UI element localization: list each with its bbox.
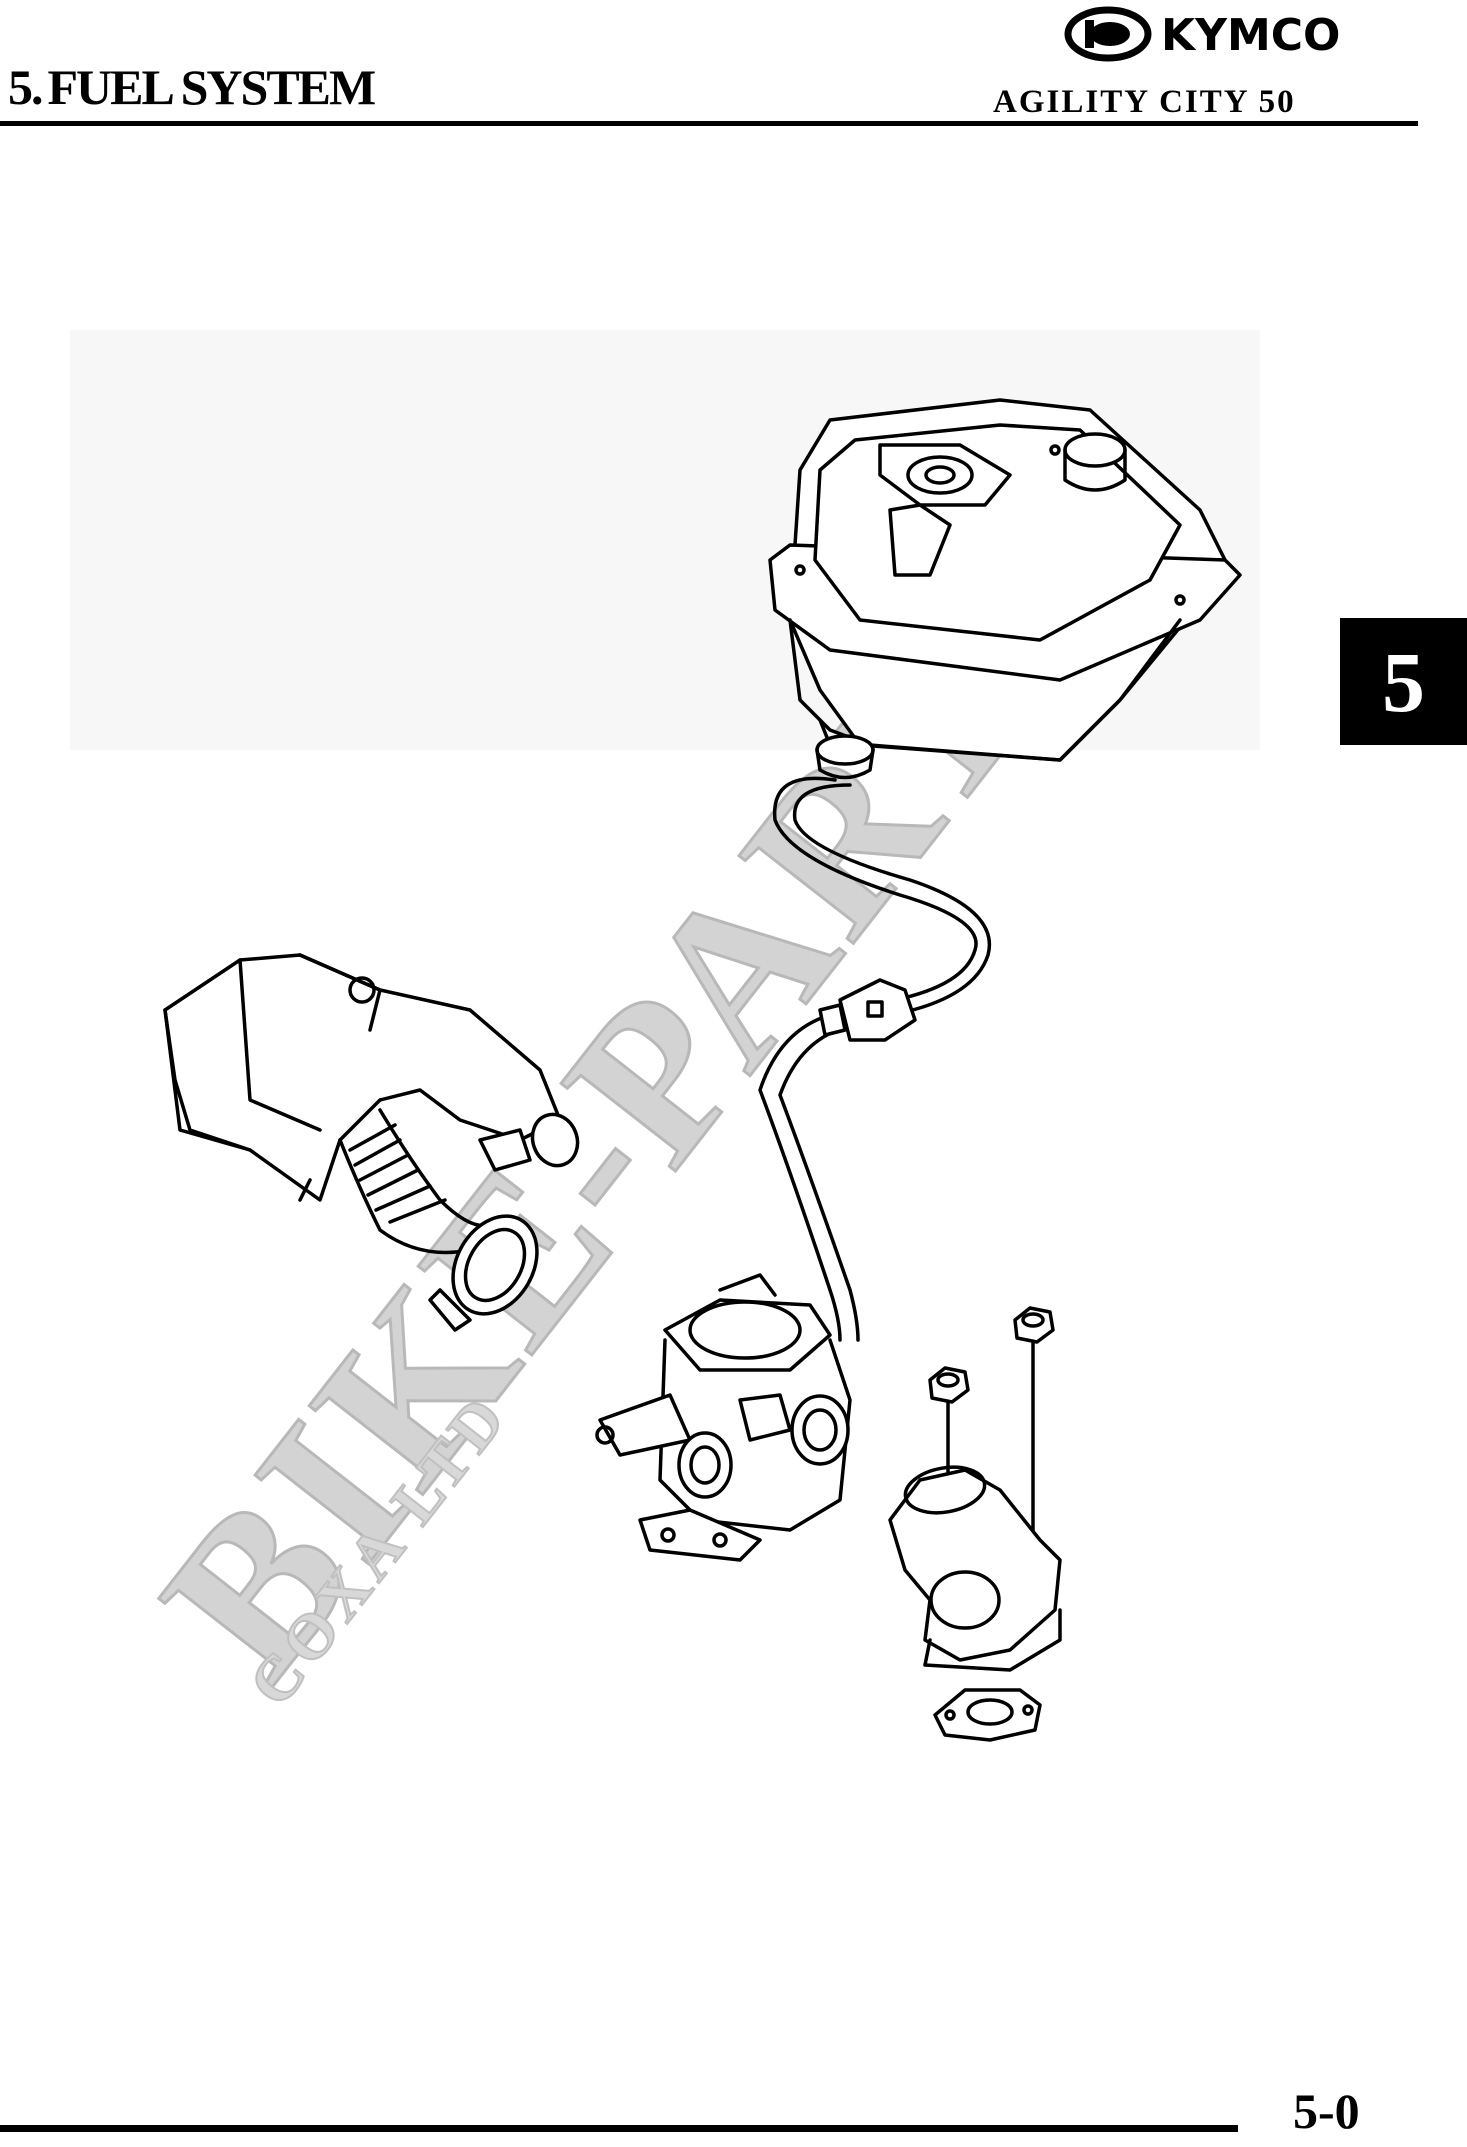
kymco-logo: KYMCO xyxy=(1064,6,1340,62)
chapter-tab: 5 xyxy=(1340,618,1467,745)
header-rule xyxy=(0,121,1418,126)
carburetor xyxy=(595,1273,852,1562)
intake-manifold xyxy=(888,1465,1062,1672)
gasket xyxy=(933,1688,1042,1742)
fuel-system-exploded-view: BIKE-PARTS COXA LTD xyxy=(70,330,1260,1742)
footer-rule xyxy=(0,2125,1238,2132)
air-cleaner-duct xyxy=(163,953,580,1332)
chapter-heading: 5.FUEL SYSTEM xyxy=(8,58,377,116)
brand-wordmark: KYMCO xyxy=(1161,10,1340,61)
flange-nut-right xyxy=(1013,1306,1055,1562)
model-name: AGILITY CITY 50 xyxy=(993,84,1296,120)
page-number: 5-0 xyxy=(1293,2083,1360,2139)
fuel-tank xyxy=(768,398,1242,780)
chapter-title: FUEL SYSTEM xyxy=(47,59,377,115)
fuel-filter xyxy=(818,978,917,1042)
fuel-hose xyxy=(758,776,992,1342)
chapter-number: 5. xyxy=(8,59,43,115)
